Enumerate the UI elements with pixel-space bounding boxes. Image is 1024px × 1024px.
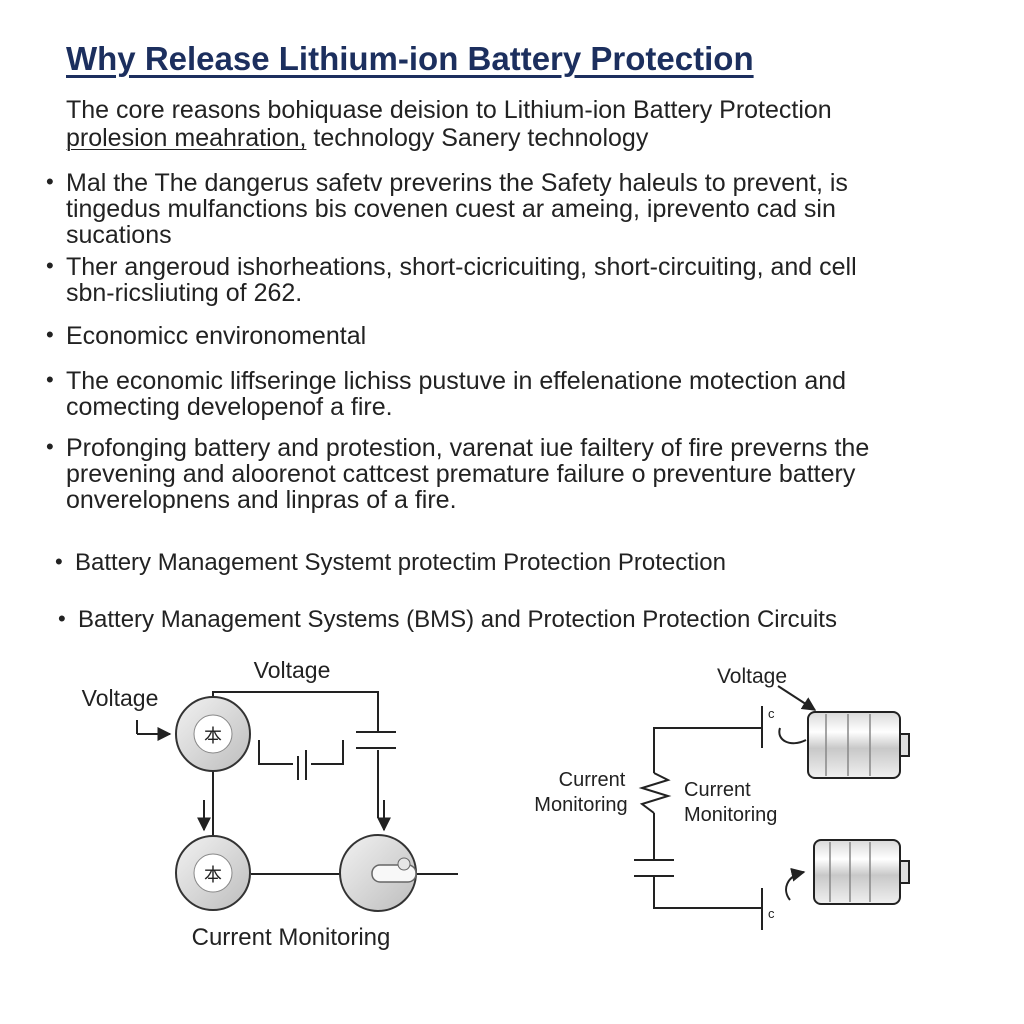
bullet-item-7: • Battery Management Systems (BMS) and P… (58, 606, 998, 633)
arrow (785, 867, 806, 901)
bullet-line: sucations (66, 221, 172, 249)
bullet-dot-icon: • (58, 606, 66, 631)
bullet-item-3: • Economicc environomental (46, 322, 986, 350)
intro-line-1: The core reasons bohiquase deision to Li… (66, 96, 832, 124)
intro-rest-text: technology Sanery technology (306, 124, 649, 152)
bullet-item-4: • The economic liffseringe lichiss pustu… (46, 367, 986, 421)
bullet-item-5: • Profonging battery and protestion, var… (46, 434, 986, 514)
label-current-left-line2: Monitoring (534, 794, 627, 816)
bullet-line: prevening and aloorenot cattcest prematu… (66, 460, 856, 488)
intro-paragraph: The core reasons bohiquase deision to Li… (66, 96, 966, 152)
bullet-line: tingedus mulfanctions bis covenen cuest … (66, 195, 836, 223)
right-circuit-diagram (634, 685, 817, 930)
node-symbol: 本 (204, 865, 222, 885)
wire (258, 740, 293, 765)
resistor-symbol (638, 772, 672, 814)
arrow (777, 685, 817, 711)
bullet-dot-icon: • (46, 322, 54, 347)
bullet-line: onverelopnens and linpras of a fire. (66, 486, 457, 514)
circuit-diagrams: 本 本 Voltage Voltage Current Monitoring (82, 657, 910, 951)
intro-underlined-text: prolesion meahration, (66, 124, 307, 152)
terminal-label-top: c (768, 706, 775, 721)
bullet-line: Economicc environomental (66, 322, 367, 350)
bullet-line: Battery Management Systems (BMS) and Pro… (78, 606, 837, 633)
bullet-dot-icon: • (46, 169, 54, 194)
battery-icon-top (807, 711, 910, 779)
label-voltage-right: Voltage (717, 665, 787, 688)
bullet-line: Ther angeroud ishorheations, short-cicri… (66, 253, 857, 281)
terminal-label-bottom: c (768, 906, 775, 921)
node-bottom-right (339, 834, 417, 912)
page-title: Why Release Lithium-ion Battery Protecti… (66, 40, 754, 77)
bullet-item-2: • Ther angeroud ishorheations, short-cic… (46, 253, 986, 307)
bullet-line: The economic liffseringe lichiss pustuve… (66, 367, 847, 395)
left-circuit-diagram (136, 691, 458, 875)
bullet-dot-icon: • (46, 367, 54, 392)
wire (311, 740, 344, 765)
bullet-line: Battery Management Systemt protectim Pro… (75, 549, 726, 576)
label-current-right-line2: Monitoring (684, 804, 777, 826)
label-voltage-left: Voltage (82, 685, 159, 711)
label-current-right-line1: Current (684, 779, 751, 801)
bullet-item-6: • Battery Management Systemt protectim P… (55, 549, 995, 576)
bullet-item-1: • Mal the The dangerus safetv preverins … (46, 169, 986, 249)
node-symbol: 本 (204, 726, 222, 746)
label-current-monitoring: Current Monitoring (192, 924, 391, 951)
arrow-curve (778, 727, 807, 745)
label-voltage-top: Voltage (254, 657, 331, 683)
bullet-dot-icon: • (55, 549, 63, 574)
node-bottom-left: 本 (175, 835, 251, 911)
battery-icon-bottom (813, 839, 910, 905)
node-top-left: 本 (175, 696, 251, 772)
wire (653, 727, 762, 773)
bullet-line: Profonging battery and protestion, varen… (66, 434, 870, 462)
intro-line-2: prolesion meahration, technology Sanery … (66, 124, 966, 152)
bullet-line: sbn-ricsliuting of 262. (66, 279, 303, 307)
label-current-left-line1: Current (559, 769, 626, 791)
bullet-dot-icon: • (46, 434, 54, 459)
bullet-dot-icon: • (46, 253, 54, 278)
bullet-line: Mal the The dangerus safetv preverins th… (66, 169, 848, 197)
bullet-line: comecting developenof a fire. (66, 393, 393, 421)
wire (653, 876, 762, 909)
